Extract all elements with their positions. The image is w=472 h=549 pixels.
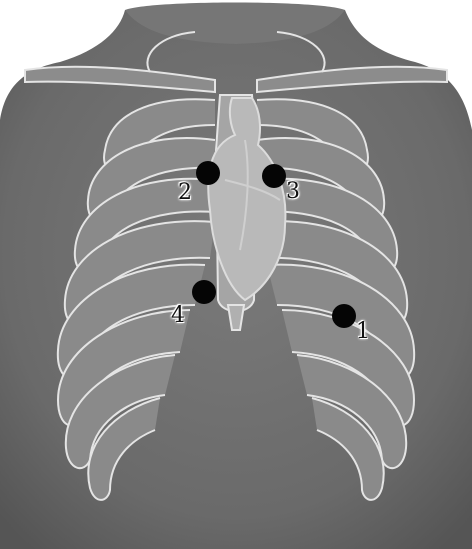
marker-dot-4: [192, 280, 216, 304]
marker-dot-1: [332, 304, 356, 328]
marker-dot-2: [196, 161, 220, 185]
marker-dot-3: [262, 164, 286, 188]
